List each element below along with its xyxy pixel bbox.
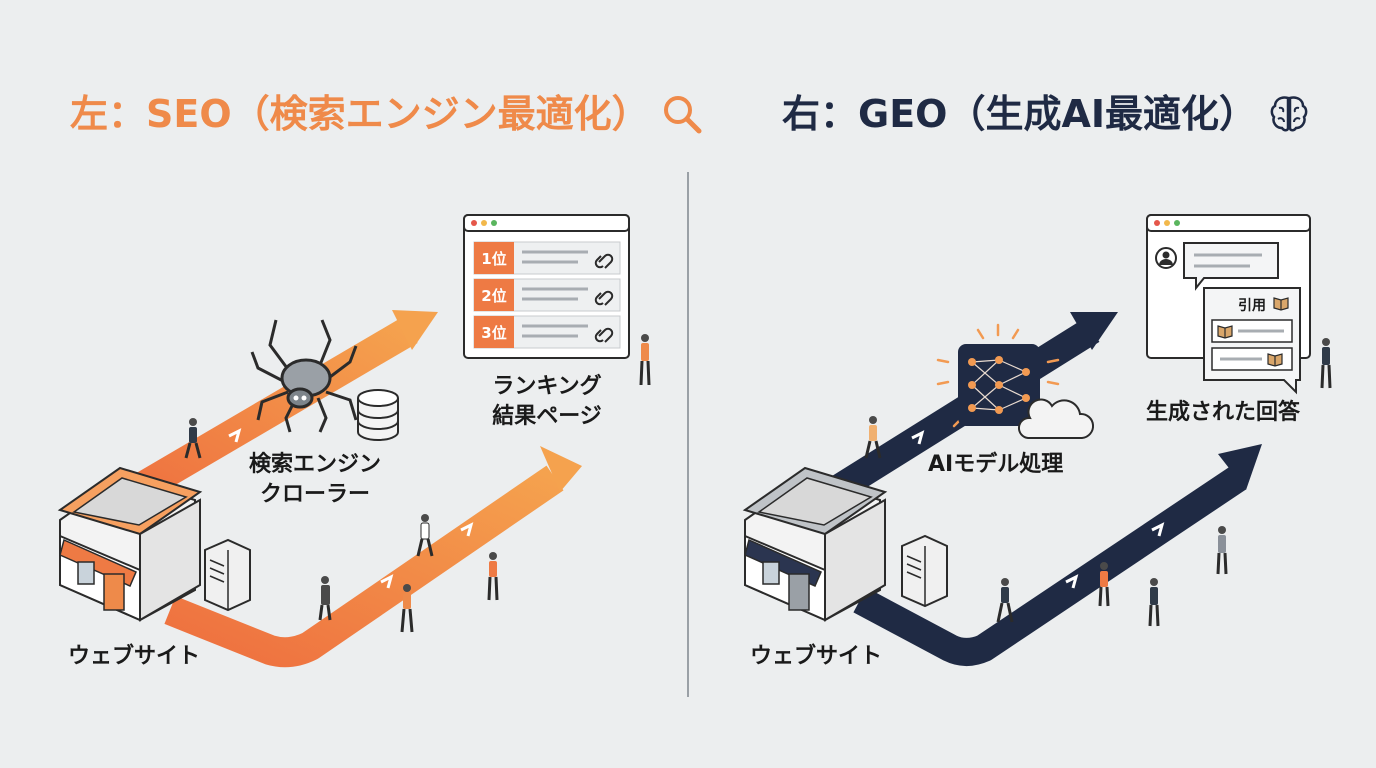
person-figure (1148, 578, 1160, 627)
link-icon (594, 253, 614, 269)
rank-1-text: 1位 (481, 250, 506, 268)
geo-website-label: ウェブサイト (750, 644, 883, 669)
person-figure (1216, 526, 1228, 575)
seo-arrow-chevrons (228, 428, 474, 589)
person-figure (184, 418, 202, 459)
rank-2-text: 2位 (481, 287, 506, 305)
results-label-line-1: ランキング (492, 374, 602, 399)
seo-arrow-lower (164, 446, 582, 668)
link-icon (594, 290, 614, 306)
book-icon (1273, 297, 1289, 311)
geo-arrow-to-answer (812, 312, 1118, 512)
neural-network-icon (936, 323, 1060, 428)
person-figure (487, 552, 499, 601)
results-page-label: ランキング 結果ページ (472, 372, 622, 432)
person-figure (864, 416, 882, 459)
crawler-label-line-1: 検索エンジン (248, 452, 381, 477)
result-row (473, 315, 621, 349)
spider-crawler-icon (250, 319, 358, 433)
seo-title: 左：SEO（検索エンジン最適化） (70, 86, 704, 142)
ai-answer-window: 引用 (1146, 214, 1311, 395)
book-icon (1217, 325, 1233, 339)
person-figure (416, 514, 434, 557)
person-figure (318, 576, 332, 621)
result-row (473, 278, 621, 312)
link-icon (594, 327, 614, 343)
magnifier-icon (663, 96, 702, 134)
person-figure (639, 334, 651, 386)
geo-arrow-chevrons (911, 430, 1165, 589)
generated-answer-label: 生成された回答 (1146, 400, 1301, 425)
geo-title: 右：GEO（生成AI最適化） (782, 86, 1311, 142)
crawler-label-line-2: クローラー (259, 482, 370, 507)
seo-arrow-to-results (112, 310, 438, 513)
center-divider (687, 172, 689, 697)
crawler-label: 検索エンジン クローラー (240, 450, 390, 510)
person-figure (996, 578, 1014, 623)
cloud-icon (1018, 398, 1094, 439)
person-figure (1320, 338, 1332, 389)
person-figure (400, 584, 414, 633)
seo-website-label: ウェブサイト (68, 644, 201, 669)
seo-database-icon (357, 389, 399, 441)
geo-title-text: 右：GEO（生成AI最適化） (782, 92, 1258, 136)
geo-website-store-icon (742, 466, 888, 622)
geo-arrow-lower (853, 444, 1262, 666)
geo-server-icon (901, 534, 948, 608)
user-chat-bubble (1183, 242, 1279, 291)
search-results-window: 1位 2位 3位 (463, 214, 630, 359)
results-label-line-2: 結果ページ (492, 404, 602, 429)
seo-title-text: 左：SEO（検索エンジン最適化） (70, 92, 650, 136)
rank-3-text: 3位 (481, 324, 506, 342)
citation-label: 引用 (1238, 298, 1266, 314)
result-row (473, 241, 621, 275)
seo-website-store-icon (57, 466, 203, 622)
person-figure (1098, 562, 1110, 607)
brain-icon (1270, 96, 1308, 132)
user-avatar-icon (1155, 247, 1177, 269)
seo-server-icon (204, 538, 251, 612)
citation-chat-bubble: 引用 (1203, 287, 1301, 395)
ai-model-label: AIモデル処理 (928, 452, 1064, 477)
book-icon (1267, 353, 1283, 367)
